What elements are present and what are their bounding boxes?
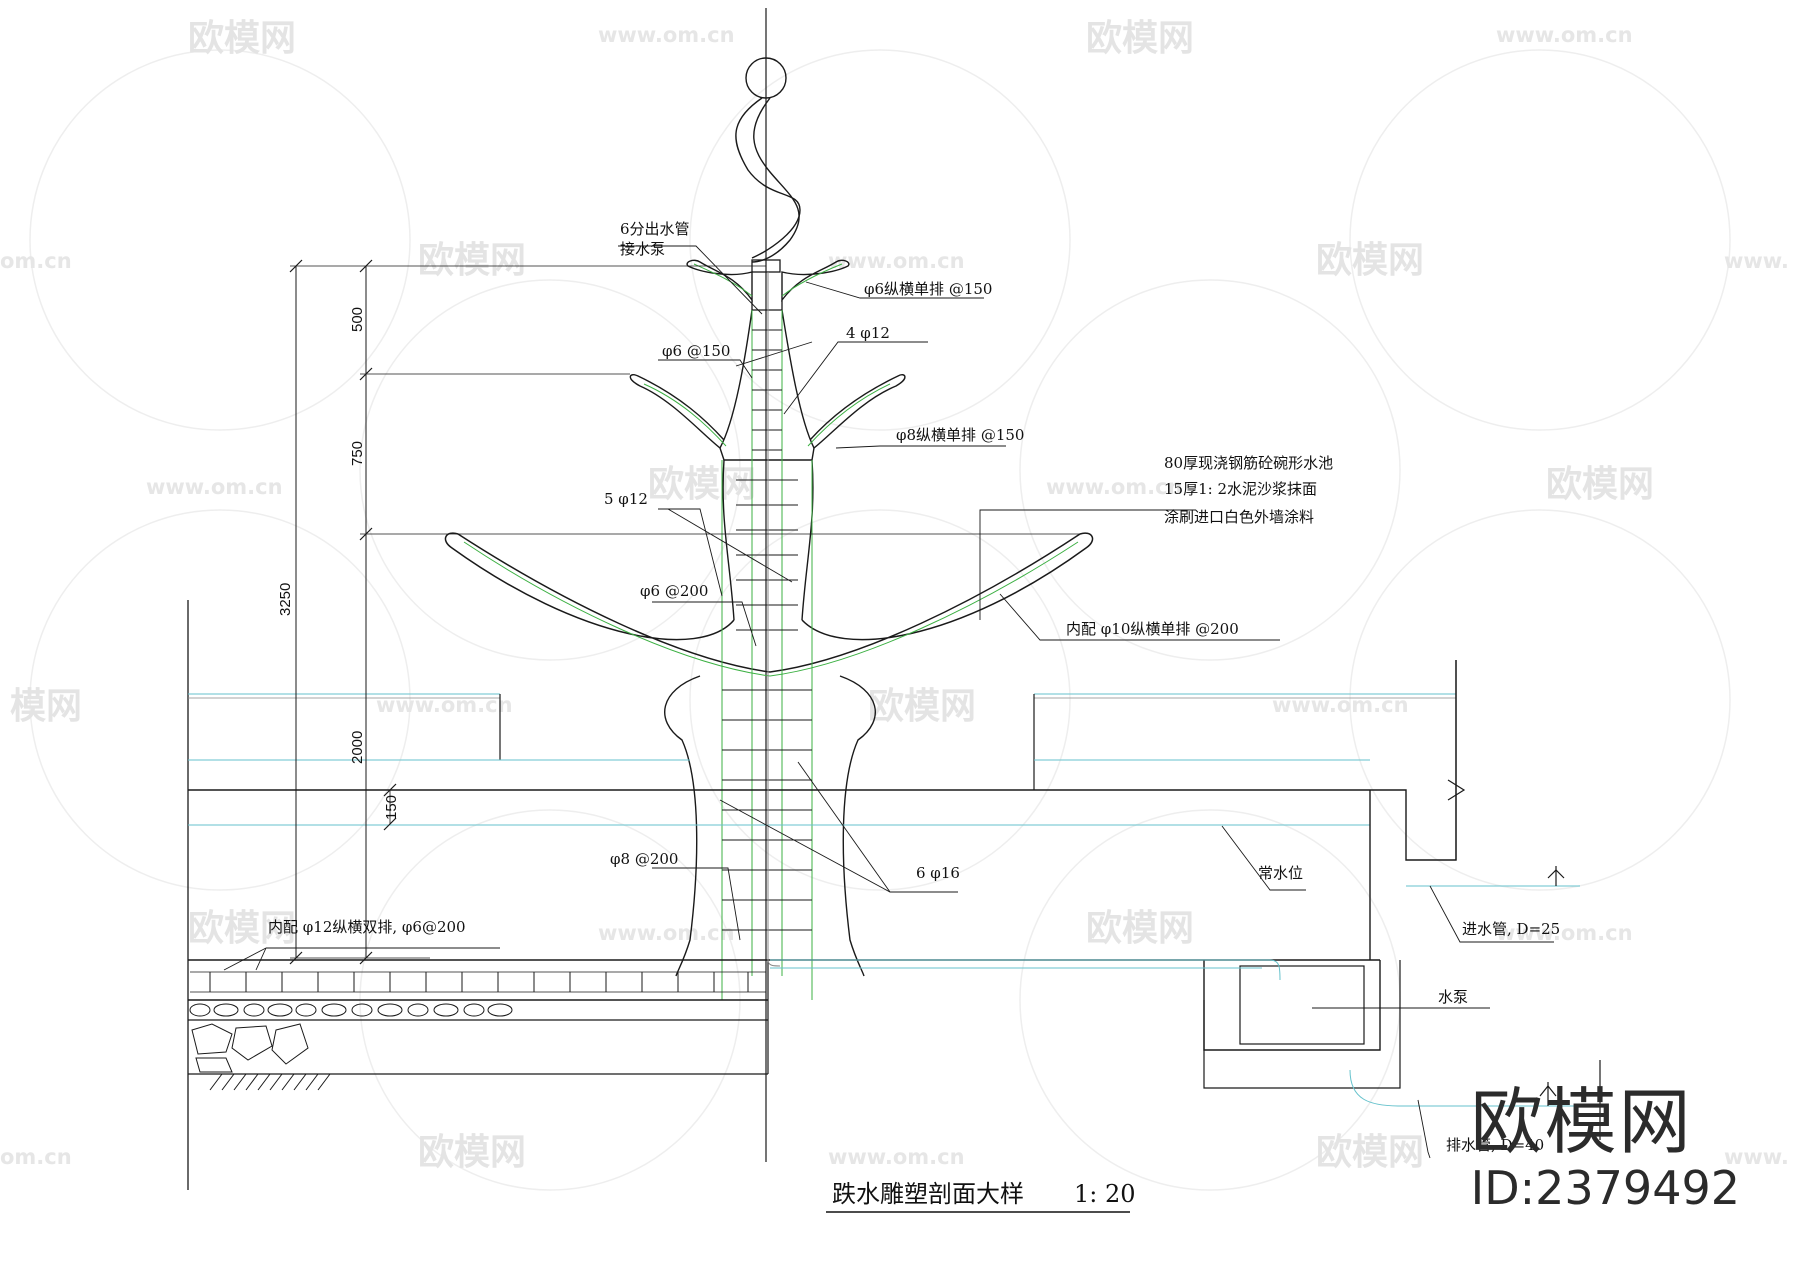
watermark-url: www. <box>1724 1145 1789 1169</box>
inner-pipe <box>767 272 781 967</box>
watermark-url: www.om.cn <box>1496 23 1633 47</box>
watermark-logo: 欧模网 <box>1086 908 1194 949</box>
label-rebar-phi6-150: φ6 @150 <box>662 342 730 360</box>
title-text: 跌水雕塑剖面大样 <box>832 1180 1024 1208</box>
watermark-logo: 欧模网 <box>188 908 296 949</box>
label-rebar-phi6-200: φ6 @200 <box>640 582 708 600</box>
watermark-url: www.om.cn <box>1496 921 1633 945</box>
watermark-url: www.om.cn <box>828 1145 965 1169</box>
label-rebar-phi8-200: φ8 @200 <box>610 850 678 868</box>
dimension-lines <box>289 259 1080 965</box>
watermark-logo: 欧模网 <box>1086 18 1194 59</box>
watermark-url: www.om.cn <box>376 693 513 717</box>
label-drain-pipe: 排水管, D=40 <box>1446 1136 1544 1154</box>
label-rebar-bottom-bowl: 内配 φ10纵横单排 @200 <box>1066 620 1239 638</box>
watermark-url: www. <box>1724 249 1789 273</box>
label-outlet-pump: 接水泵 <box>620 240 665 258</box>
pump-pit <box>770 959 1601 1140</box>
watermark-logo: 欧模网 <box>188 18 296 59</box>
large-bowl <box>444 532 1094 673</box>
drawing-title: 跌水雕塑剖面大样 1: 20 <box>826 1180 1136 1213</box>
dim-wall: 150 <box>383 795 400 820</box>
brand-name: 欧模网 <box>1470 1080 1693 1164</box>
watermark-logo: 欧模网 <box>1316 1132 1424 1173</box>
label-pump: 水泵 <box>1438 988 1468 1006</box>
watermark-url: om.cn <box>0 1145 72 1169</box>
watermark-url: www.om.cn <box>828 249 965 273</box>
label-bowl-spec-1: 80厚现浇钢筋砼碗形水池 <box>1164 454 1333 472</box>
watermark-logo: 欧模网 <box>648 464 756 505</box>
label-inlet-pipe: 进水管, D=25 <box>1462 920 1560 938</box>
dim-bottom: 2000 <box>349 731 366 764</box>
pedestal <box>664 675 876 977</box>
watermark-logo: 欧模网 <box>1316 240 1424 281</box>
brand-block: 欧模网 ID:2379492 <box>1471 1082 1740 1214</box>
watermark-logo: 欧模网 <box>1546 464 1654 505</box>
pool-right <box>1033 660 1580 960</box>
base-rebar <box>190 971 766 993</box>
dim-total: 3250 <box>277 583 294 616</box>
watermark-logo: 模网 <box>10 686 82 727</box>
label-base-rebar: 内配 φ12纵横双排, φ6@200 <box>268 918 466 936</box>
label-rebar-mid-bowl: φ8纵横单排 @150 <box>896 426 1024 444</box>
watermark-url: www.om.cn <box>1272 693 1409 717</box>
label-rebar-5phi12: 5 φ12 <box>604 490 648 508</box>
watermark-url: www.om.cn <box>146 475 283 499</box>
leader-lines <box>223 245 1554 1159</box>
pool-left <box>187 600 1380 1190</box>
dim-top: 500 <box>349 307 366 332</box>
watermark-layer: 欧模网 欧模网 欧模网 欧模网 欧模网 欧模网 模网 欧模网 欧模网 欧模网 欧… <box>0 18 1789 1191</box>
brand-id: ID:2379492 <box>1470 1161 1740 1215</box>
watermark-url: om.cn <box>0 249 72 273</box>
watermark-logo: 欧模网 <box>418 240 526 281</box>
label-rebar-top-bowl: φ6纵横单排 @150 <box>864 280 992 298</box>
watermark-url: www.om.cn <box>598 921 735 945</box>
label-bowl-spec-3: 涂刷进口白色外墙涂料 <box>1164 508 1314 526</box>
watermark-url: www.om.cn <box>1046 475 1183 499</box>
title-scale: 1: 20 <box>1074 1180 1136 1208</box>
label-rebar-4phi12: 4 φ12 <box>846 324 890 342</box>
label-water-level: 常水位 <box>1258 864 1303 882</box>
dim-middle: 750 <box>349 441 366 466</box>
watermark-logo: 欧模网 <box>418 1132 526 1173</box>
label-rebar-6phi16: 6 φ16 <box>916 864 960 882</box>
label-outlet-pipe: 6分出水管 <box>620 220 690 238</box>
watermark-logo: 欧模网 <box>868 686 976 727</box>
annotation-layer: 6分出水管 接水泵 φ6纵横单排 @150 4 φ12 φ6 @150 φ8纵横… <box>268 220 1560 1154</box>
watermark-url: www.om.cn <box>598 23 735 47</box>
label-bowl-spec-2: 15厚1: 2水泥沙浆抹面 <box>1164 480 1317 498</box>
gravel-layer <box>189 1003 513 1091</box>
column <box>722 459 814 621</box>
finial <box>735 57 801 273</box>
rebar-rungs <box>722 329 812 931</box>
